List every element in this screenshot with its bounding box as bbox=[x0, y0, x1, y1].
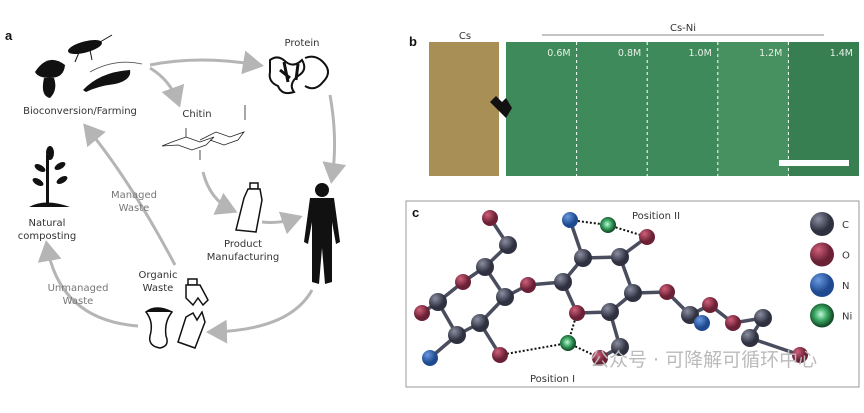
broken-bottle-icon bbox=[177, 278, 209, 349]
arrow-chevron-icon bbox=[490, 96, 512, 118]
atom-o bbox=[592, 350, 608, 366]
atom-o bbox=[455, 274, 471, 290]
position-2-label: Position II bbox=[632, 211, 680, 222]
managed-waste-label-line1: Managed bbox=[111, 190, 157, 201]
concentration-label: 1.0M bbox=[688, 48, 711, 59]
atom-o bbox=[792, 347, 808, 363]
atom-o bbox=[520, 277, 536, 293]
insect-icon bbox=[68, 34, 113, 63]
coordination-bond bbox=[607, 224, 648, 238]
atom-c bbox=[496, 288, 514, 306]
protein-label: Protein bbox=[284, 38, 319, 49]
legend-swatch-n bbox=[810, 273, 834, 297]
unmanaged-waste-label-line1: Unmanaged bbox=[48, 283, 109, 294]
atom-c bbox=[471, 314, 489, 332]
cs-ni-film-photo bbox=[506, 42, 859, 176]
atom-n bbox=[562, 212, 578, 228]
atom-c bbox=[624, 284, 642, 302]
product-manufacturing-label-line1: Product bbox=[224, 239, 262, 250]
coordination-bond bbox=[499, 342, 569, 356]
bottle-icon bbox=[235, 182, 263, 233]
cs-film-photo bbox=[429, 42, 499, 176]
atom-o bbox=[492, 347, 508, 363]
atom-c bbox=[754, 309, 772, 327]
atom-ni bbox=[560, 335, 576, 351]
managed-waste-label-line2: Waste bbox=[119, 203, 150, 214]
bioconversion-farming-label: Bioconversion/Farming bbox=[23, 106, 137, 117]
scale-bar bbox=[779, 160, 849, 166]
atom-c bbox=[574, 249, 592, 267]
panel-a-label: a bbox=[5, 28, 13, 43]
natural-composting-label-line1: Natural bbox=[29, 218, 66, 229]
atom-c bbox=[429, 293, 447, 311]
atom-o bbox=[639, 229, 655, 245]
atom-o bbox=[482, 210, 498, 226]
atom-c bbox=[554, 273, 572, 291]
concentration-segments: 0.6M 0.8M 1.0M 1.2M 1.4M bbox=[547, 42, 853, 176]
panel-b-label: b bbox=[409, 34, 417, 49]
atom-c bbox=[611, 248, 629, 266]
atom-c bbox=[681, 306, 699, 324]
legend-swatch-ni bbox=[810, 303, 834, 328]
organic-waste-label-line2: Waste bbox=[143, 283, 174, 294]
atom-o bbox=[702, 297, 718, 313]
natural-composting-label-line2: composting bbox=[18, 231, 76, 242]
legend-label-n: N bbox=[842, 281, 849, 292]
concentration-label: 1.4M bbox=[830, 48, 853, 59]
cs-ni-label: Cs-Ni bbox=[670, 23, 696, 34]
cs-label: Cs bbox=[459, 31, 471, 42]
atom-n bbox=[694, 315, 710, 331]
human-silhouette-icon bbox=[304, 183, 340, 284]
mushroom-icon bbox=[35, 59, 65, 98]
film-segment-1-4m bbox=[789, 42, 859, 176]
cycle-arrows bbox=[37, 50, 347, 344]
shrimp-icon bbox=[83, 61, 143, 92]
legend-label-o: O bbox=[842, 251, 850, 262]
panel-b: b Cs Cs-Ni 0.6M 0.8M 1.0M 1.2M 1.4M bbox=[409, 23, 859, 176]
concentration-label: 1.2M bbox=[759, 48, 782, 59]
legend-label-ni: Ni bbox=[842, 312, 852, 323]
film-segment-1-2m bbox=[718, 42, 789, 176]
apple-core-icon bbox=[144, 307, 174, 349]
atom-c bbox=[448, 326, 466, 344]
atom-c bbox=[499, 236, 517, 254]
organic-waste-label-line1: Organic bbox=[139, 270, 178, 281]
atom-c bbox=[741, 329, 759, 347]
watermark: 公众号 · 可降解可循环中心 bbox=[590, 349, 817, 371]
product-manufacturing-label-line2: Manufacturing bbox=[207, 252, 279, 263]
legend-label-c: C bbox=[842, 220, 849, 231]
protein-structure-icon bbox=[268, 55, 329, 95]
atom-o bbox=[414, 305, 430, 321]
atom-o bbox=[569, 305, 585, 321]
atom-o bbox=[659, 284, 675, 300]
panel-c-label: c bbox=[412, 205, 419, 220]
atom-legend: C O N Ni bbox=[810, 212, 852, 328]
atom-c bbox=[476, 258, 494, 276]
panel-c: c Position II Position I C O N Ni bbox=[405, 200, 860, 388]
unmanaged-waste-label-line2: Waste bbox=[63, 296, 94, 307]
legend-swatch-o bbox=[810, 242, 834, 267]
concentration-label: 0.6M bbox=[547, 48, 570, 59]
plant-icon bbox=[29, 146, 70, 207]
molecule-atoms bbox=[414, 210, 808, 366]
legend-swatch-c bbox=[810, 212, 834, 236]
atom-n bbox=[422, 350, 438, 366]
atom-ni bbox=[600, 217, 616, 233]
chitin-label: Chitin bbox=[182, 109, 211, 120]
atom-c bbox=[611, 338, 629, 356]
atom-o bbox=[725, 315, 741, 331]
chitin-structure-icon bbox=[161, 105, 246, 160]
concentration-label: 0.8M bbox=[618, 48, 641, 59]
atom-c bbox=[601, 303, 619, 321]
panel-a: a bbox=[5, 28, 347, 349]
position-1-label: Position I bbox=[530, 374, 575, 385]
